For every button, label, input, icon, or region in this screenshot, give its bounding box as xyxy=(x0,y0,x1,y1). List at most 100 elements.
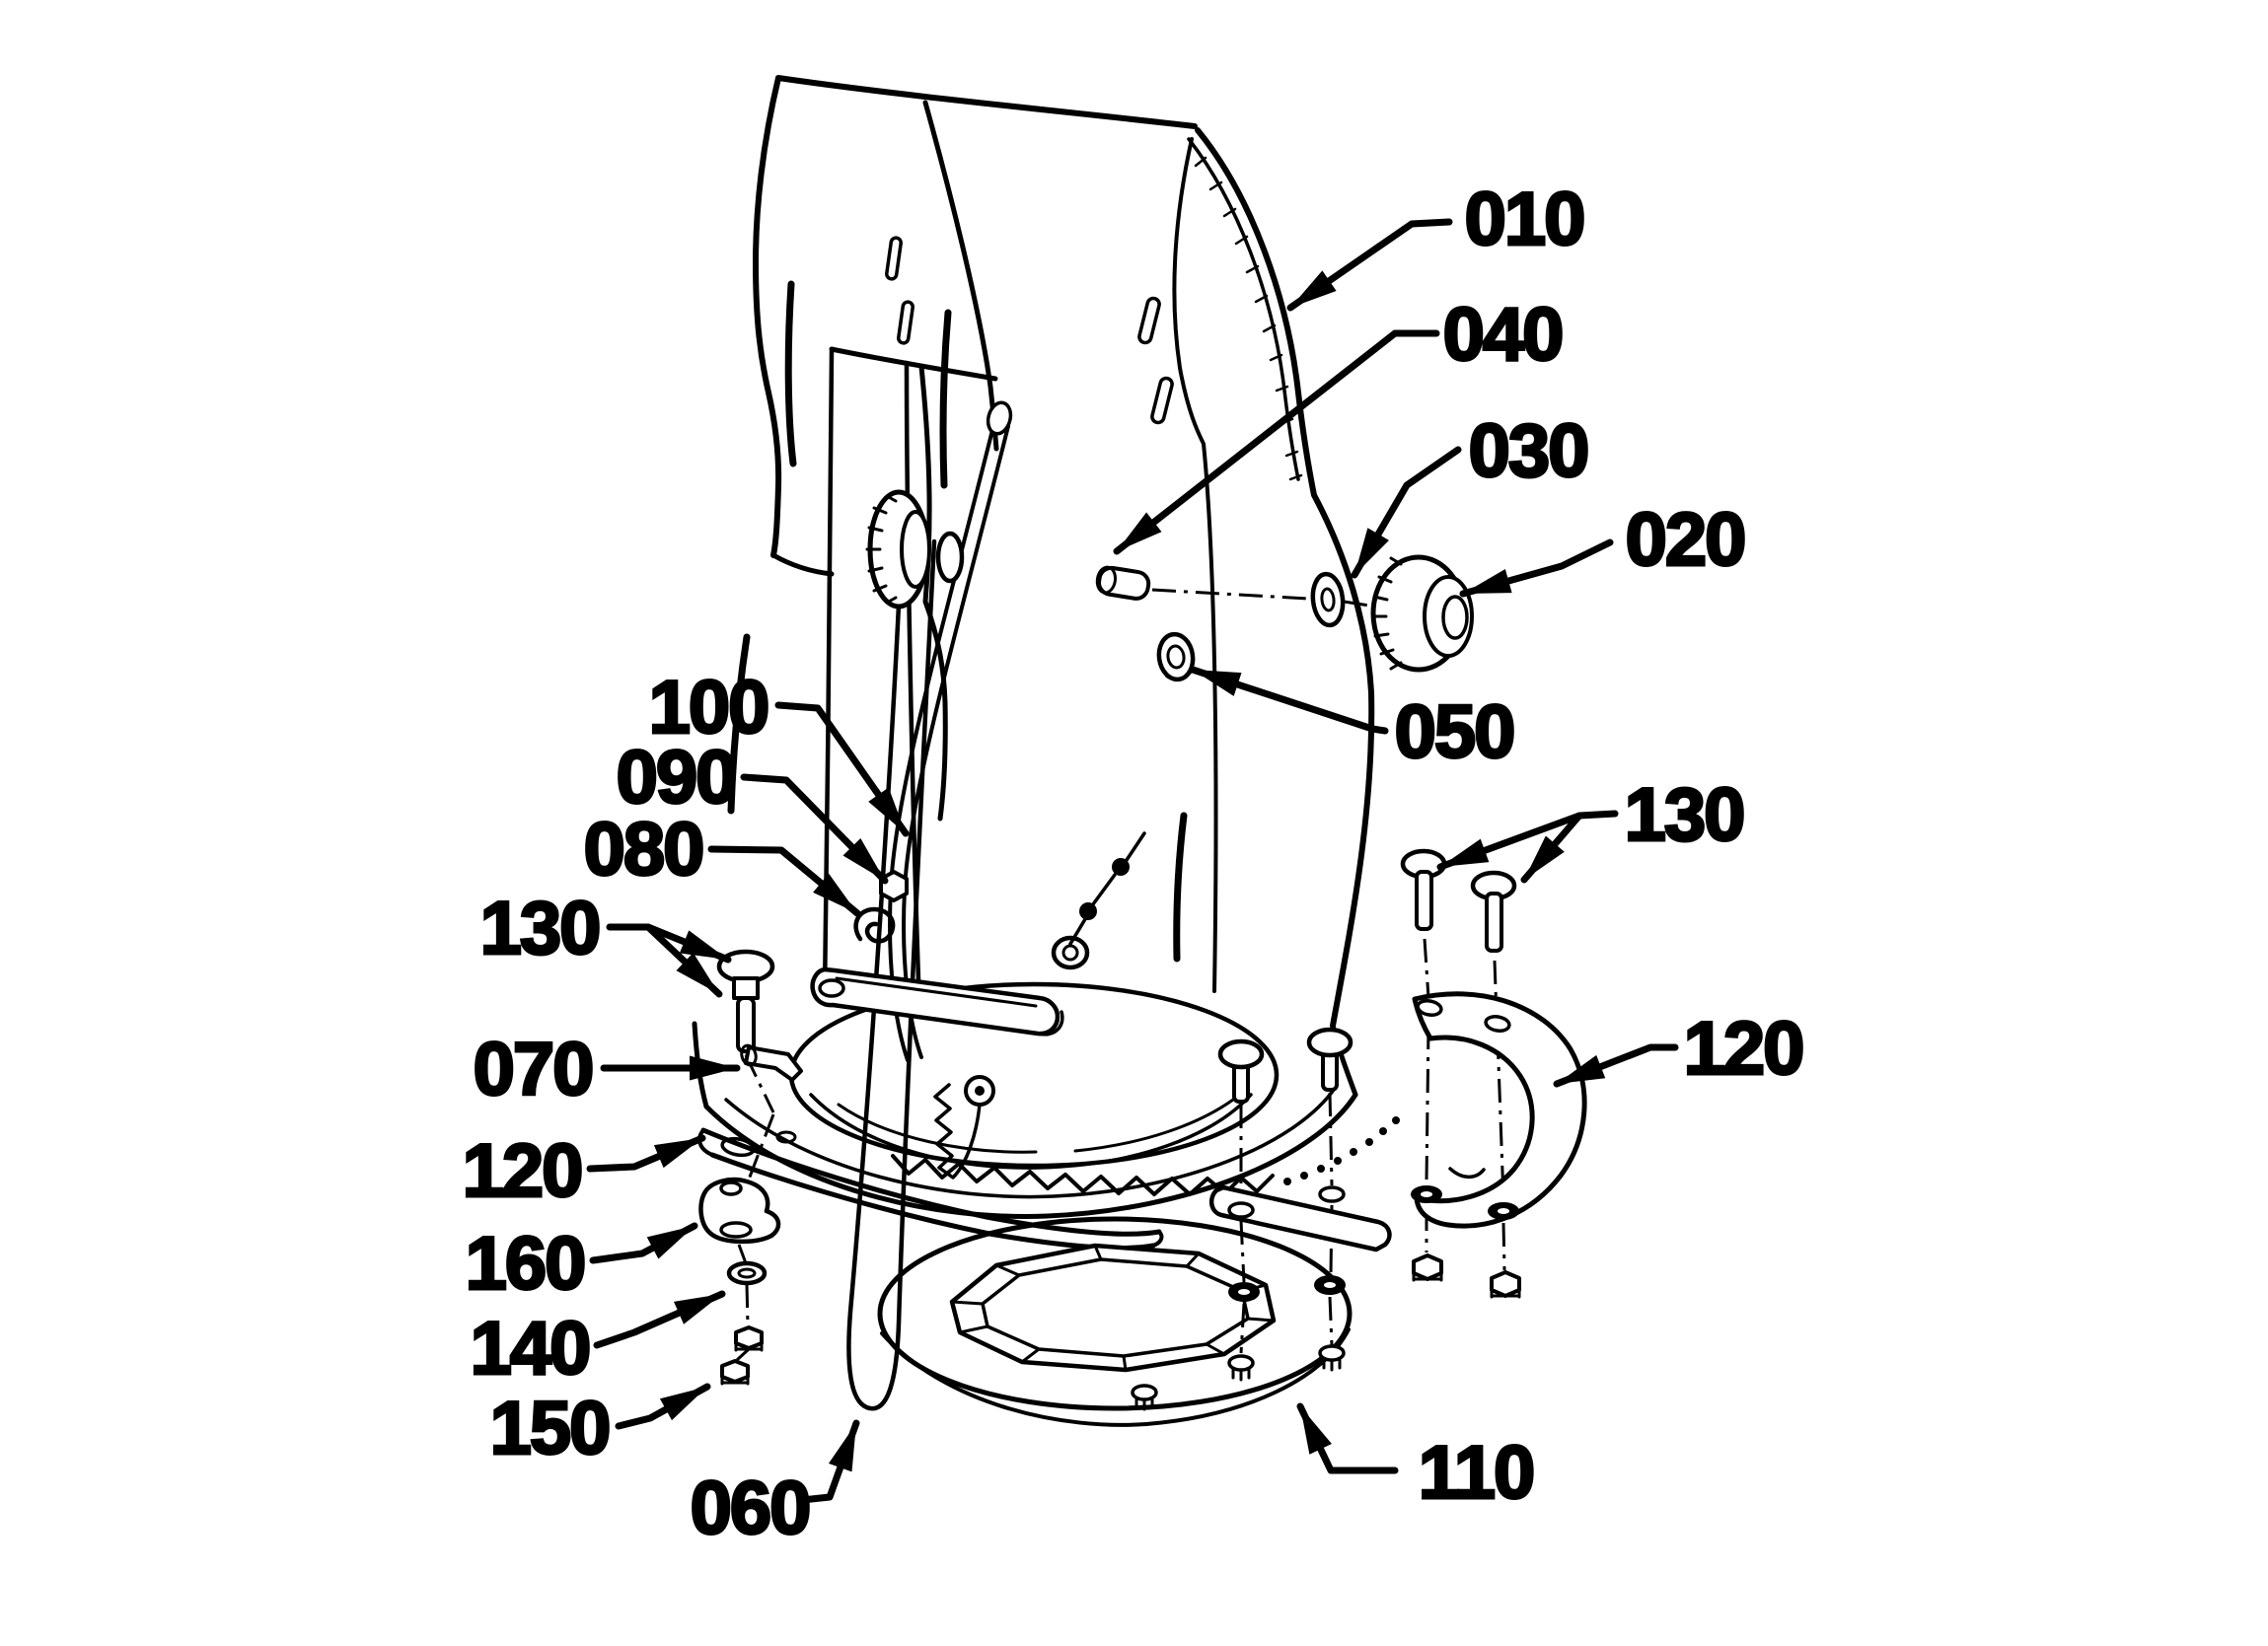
leader-arrowhead-050 xyxy=(1193,670,1242,696)
collar-mouth-inner xyxy=(809,1093,1253,1170)
standing-bolt-a xyxy=(1217,1038,1265,1104)
knob-020-hub xyxy=(1441,595,1469,640)
leader-arrowhead-080 xyxy=(813,873,857,913)
washer-140 xyxy=(726,1260,768,1286)
collar-mouth-shading xyxy=(837,1098,1235,1154)
leader-line-040 xyxy=(1113,329,1440,555)
callout-labels: 0100400300200501301201101000900801300701… xyxy=(461,177,1806,1552)
part-label-040: 040 xyxy=(1443,293,1563,377)
collar-flange-inner xyxy=(724,1085,1338,1199)
leader-arrowhead-120-left xyxy=(653,1138,702,1169)
chute-front-left-edge xyxy=(822,348,835,997)
link-ring-hole xyxy=(1061,944,1079,962)
ring-bolt-end xyxy=(1318,1344,1346,1372)
rotator-ring-110 xyxy=(877,1216,1353,1427)
leader-line-050 xyxy=(1189,666,1389,735)
part-label-050: 050 xyxy=(1395,690,1514,774)
collar-gear-teeth xyxy=(891,1154,1275,1196)
rod-pivot xyxy=(986,400,1013,436)
chute-mounting-slots xyxy=(885,236,1174,425)
knob-020-group xyxy=(1095,554,1474,682)
part-label-130-left: 130 xyxy=(480,887,600,970)
link-ring-washer xyxy=(1051,935,1090,970)
knob-020 xyxy=(1370,554,1474,673)
left-adjustment-knob xyxy=(865,489,965,609)
ring-boss-washer xyxy=(1314,1275,1346,1295)
hex-nut xyxy=(1490,1270,1521,1299)
leader-arrowhead-070 xyxy=(690,1055,737,1081)
leader-arrowhead-020 xyxy=(1463,569,1512,594)
link-ball xyxy=(1112,858,1130,876)
clamp-160 xyxy=(698,1177,781,1245)
u-rod-060 xyxy=(846,538,937,1411)
flat-washer xyxy=(1411,1185,1442,1203)
collar-flange-outer xyxy=(703,1092,1358,1219)
hood-right-band-inner xyxy=(1187,137,1300,481)
leader-line-010 xyxy=(1286,218,1453,312)
hex-nut xyxy=(1412,1253,1443,1282)
part-label-120-right: 120 xyxy=(1684,1007,1803,1091)
ring-collar-outer xyxy=(949,1243,1277,1373)
ring-bolt-end xyxy=(1131,1384,1158,1411)
ring-rim-thickness xyxy=(880,1327,1351,1427)
hood-mid-crease xyxy=(1172,137,1218,993)
bracket-hook xyxy=(1448,1167,1486,1180)
leader-line-100 xyxy=(774,701,910,837)
hood-top-edge xyxy=(775,75,1198,129)
bolt-040 xyxy=(1095,565,1151,601)
right-fastener-group xyxy=(1208,848,1587,1382)
leader-line-080 xyxy=(707,845,861,917)
part-label-080: 080 xyxy=(584,808,703,892)
chute-highlight-strokes xyxy=(727,280,1188,963)
hood-left-lower-hook xyxy=(770,552,835,577)
left-fastener-column xyxy=(697,949,1164,1386)
flat-washer xyxy=(1488,1202,1519,1220)
knob-020-flutes xyxy=(1371,556,1403,671)
gear-sector-teeth xyxy=(933,1083,982,1180)
callout-leaders xyxy=(586,218,1679,1504)
bracket-arm xyxy=(1208,1184,1392,1252)
carriage-bolt-130-right-b xyxy=(1470,870,1517,953)
part-label-070: 070 xyxy=(474,1028,593,1111)
leader-arrowhead-130-left xyxy=(679,930,728,960)
collar-teeth-dots xyxy=(1283,1116,1400,1185)
gear-sector-hub-center xyxy=(975,1086,985,1096)
leader-arrowhead-120-right xyxy=(1557,1054,1606,1084)
leader-arrowhead-130-right xyxy=(1440,838,1490,867)
part-label-150: 150 xyxy=(490,1387,610,1470)
part-label-120-left: 120 xyxy=(463,1129,582,1213)
part-label-010: 010 xyxy=(1465,178,1584,261)
hood-fold-line xyxy=(922,100,999,452)
part-label-020: 020 xyxy=(1626,498,1745,582)
spring-curl-080 xyxy=(853,906,896,944)
leader-arrowhead-110 xyxy=(1300,1406,1332,1455)
part-label-110: 110 xyxy=(1419,1431,1534,1515)
ring-outer-rim xyxy=(877,1216,1353,1411)
leader-arrowhead-060 xyxy=(828,1423,856,1472)
link-chain-lines xyxy=(1068,831,1146,946)
leader-arrowhead-160 xyxy=(646,1226,695,1259)
carriage-bolt-130-left xyxy=(716,949,775,1053)
hood-bottom-edge xyxy=(829,346,998,382)
leader-arrowhead-090 xyxy=(842,837,885,881)
hood-left-silhouette xyxy=(753,75,782,558)
leader-arrowhead-140 xyxy=(674,1294,722,1324)
lock-bar-hook xyxy=(1036,1010,1064,1037)
part-label-100: 100 xyxy=(649,666,768,750)
leader-arrowhead-150 xyxy=(659,1387,707,1421)
ring-boss-washer xyxy=(1228,1282,1260,1302)
hex-nut-mid xyxy=(734,1325,764,1352)
part-label-130-right: 130 xyxy=(1625,773,1744,857)
left-knob-flutes xyxy=(865,494,898,605)
lock-bar-detail xyxy=(835,976,1038,1008)
carriage-bolt-130-right-a xyxy=(1400,848,1447,931)
link-ball xyxy=(1079,902,1097,920)
hood-right-silhouette xyxy=(1195,127,1375,1029)
shoulder-bolt-070 xyxy=(740,1043,803,1082)
leader-arrowhead-130-right xyxy=(1524,835,1565,880)
part-label-060: 060 xyxy=(691,1467,810,1550)
flange-nut-050 xyxy=(1156,631,1196,682)
left-knob-boss xyxy=(935,531,965,584)
